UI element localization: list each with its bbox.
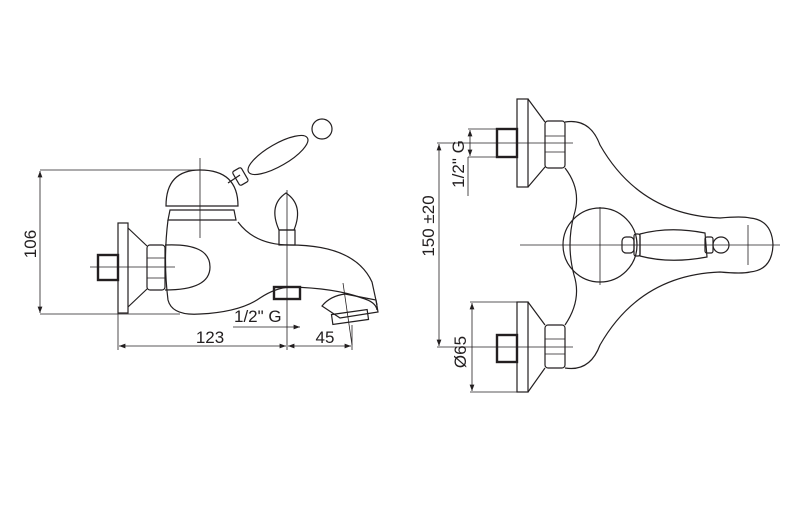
flange-diameter-label: Ø65 <box>451 336 470 368</box>
outlet-thread-label: 1/2" G <box>234 307 282 326</box>
cartridge-dome <box>165 169 239 207</box>
height-label: 106 <box>21 230 40 258</box>
wall-flange <box>117 222 129 314</box>
body-connector <box>164 244 211 291</box>
diverter-knob <box>274 192 299 231</box>
body-outline <box>564 120 751 219</box>
hex-nut <box>146 244 166 291</box>
spout-label: 45 <box>316 328 335 347</box>
center-distance-label: 150 ±20 <box>419 195 438 256</box>
top-view: 150 ±20 1/2" G Ø65 <box>419 98 780 393</box>
side-view: 106 1/2" G <box>21 118 379 350</box>
inlet-stub-bottom <box>495 333 519 364</box>
lever-handle-top <box>621 229 730 261</box>
outlet-thread <box>272 285 302 301</box>
inlet-stub <box>96 253 120 282</box>
projection-label: 123 <box>196 328 224 347</box>
height-dimension: 106 <box>21 169 200 315</box>
lever-handle <box>227 118 333 186</box>
inlet-thread-label: 1/2" G <box>449 140 468 188</box>
